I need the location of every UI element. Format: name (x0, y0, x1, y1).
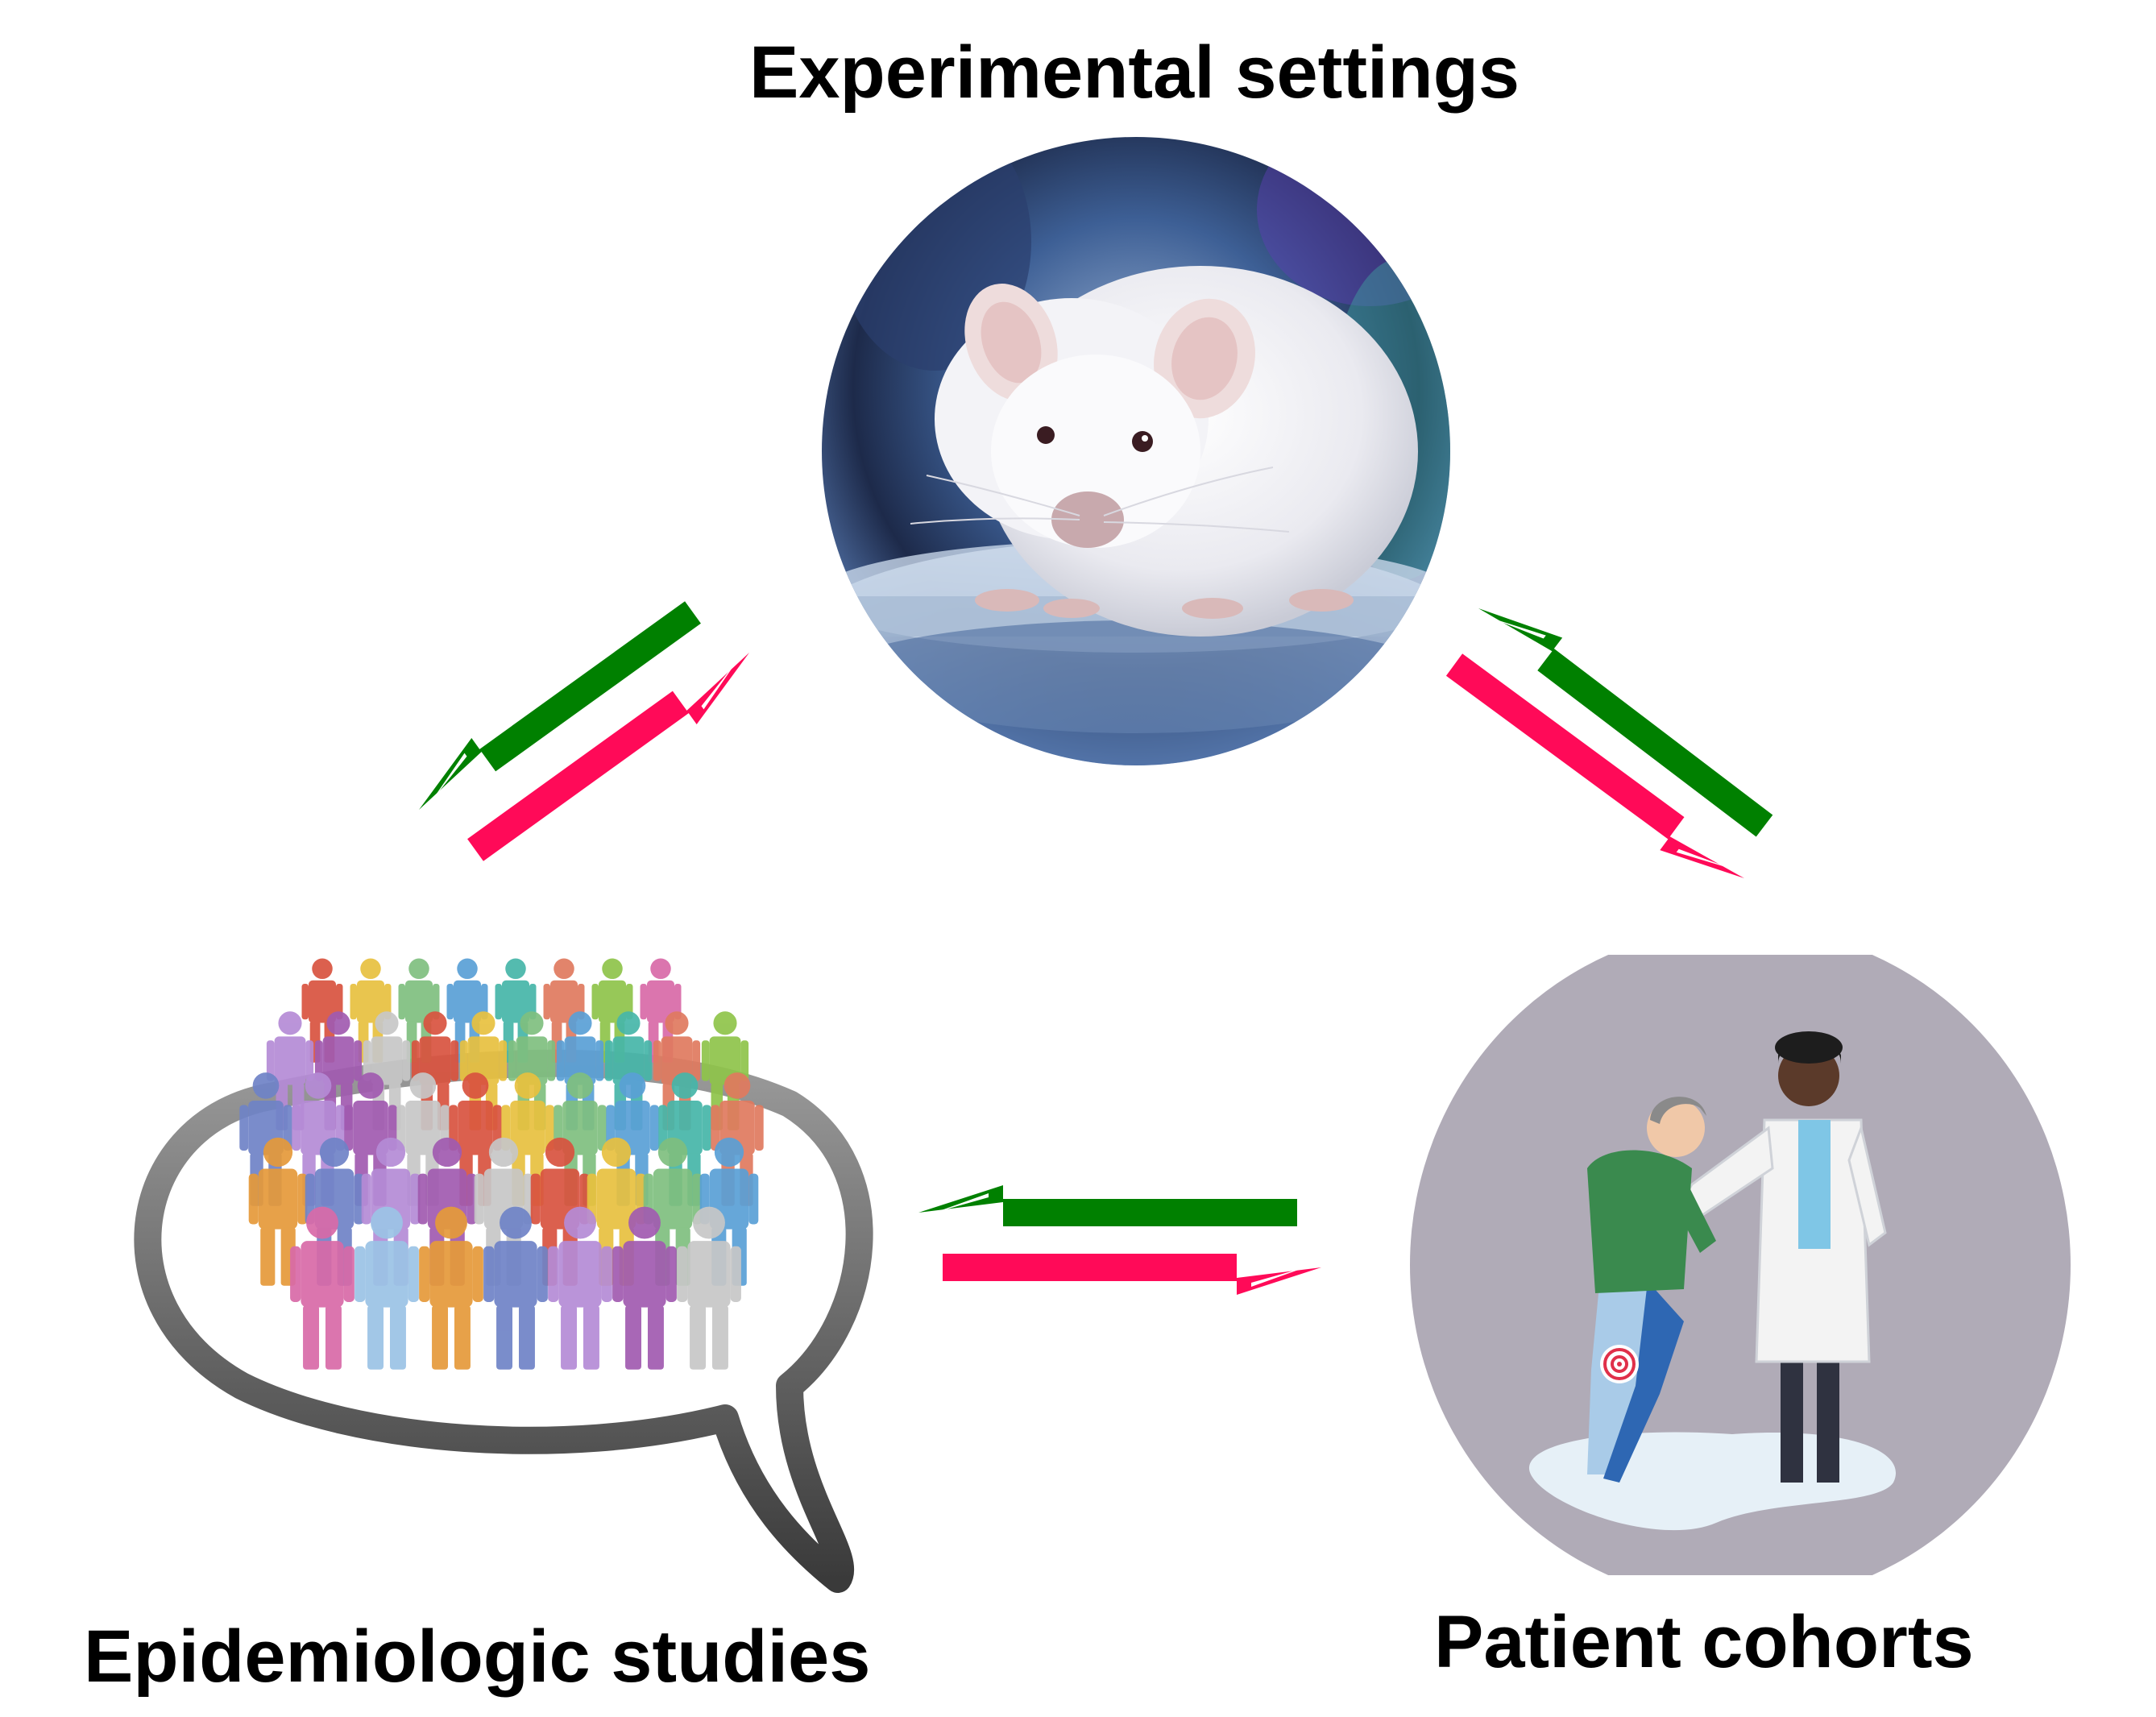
arrow-experimental-to-patient (1445, 653, 1744, 878)
crowd-person (419, 1206, 483, 1370)
crowd-person (354, 1206, 419, 1370)
label-epidemiologic-studies: Epidemiologic studies (84, 1615, 871, 1698)
label-patient-cohorts: Patient cohorts (1434, 1601, 1974, 1683)
arrowhead-hollow-3 (1676, 848, 1731, 869)
arrowhead-hollow-0 (432, 753, 467, 801)
crowd-speech-bubble-icon (134, 958, 873, 1593)
arrow-epidemiologic-to-patient (943, 1254, 1321, 1295)
arrow-patient-to-experimental (1478, 608, 1773, 837)
arrow-experimental-to-epidemiologic (419, 601, 701, 810)
doctor-figure (1673, 1031, 1887, 1483)
label-experimental-settings: Experimental settings (749, 31, 1520, 114)
arrowhead-hollow-2 (1491, 618, 1546, 639)
arrowhead-hollow-5 (1251, 1267, 1305, 1287)
crowd-people (239, 958, 764, 1370)
lab-mouse-icon (822, 137, 1450, 765)
arrowhead-hollow-1 (701, 662, 736, 710)
patient-figure (1587, 1097, 1716, 1483)
arrows-layer (419, 601, 1773, 1295)
arrowhead-hollow-4 (935, 1193, 989, 1213)
arrow-patient-to-epidemiologic (918, 1185, 1297, 1226)
doctor-patient-icon (1410, 955, 2071, 1575)
arrow-epidemiologic-to-experimental (467, 653, 749, 861)
